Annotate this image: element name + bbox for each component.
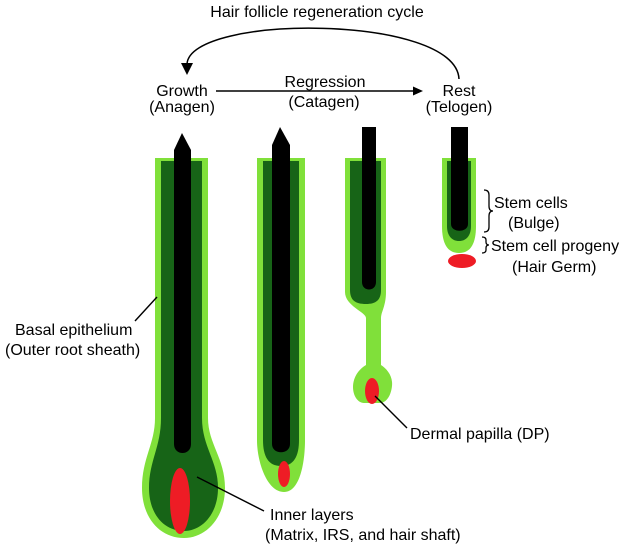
basal-epithelium-label: Basal epithelium bbox=[15, 322, 132, 339]
follicle-anagen bbox=[142, 133, 225, 538]
diagram-title: Hair follicle regeneration cycle bbox=[210, 4, 424, 21]
progression-arrowhead bbox=[413, 86, 423, 96]
stage-regression-phase: (Catagen) bbox=[288, 94, 359, 111]
hair-germ-bracket bbox=[481, 236, 490, 254]
dermal-papilla bbox=[278, 461, 290, 487]
stage-rest-label: Rest bbox=[443, 83, 476, 100]
stage-rest-phase: (Telogen) bbox=[426, 99, 493, 116]
bulge-bracket bbox=[483, 189, 494, 233]
bulge-label: (Bulge) bbox=[508, 215, 560, 232]
stage-growth-phase: (Anagen) bbox=[149, 99, 215, 116]
hair-germ bbox=[448, 254, 476, 268]
stem-cells-label: Stem cells bbox=[494, 195, 568, 212]
follicle-late-catagen bbox=[345, 127, 393, 404]
stem-cell-progeny-label: Stem cell progeny bbox=[491, 238, 619, 255]
hair-shaft bbox=[174, 133, 191, 453]
cycle-return-arrow bbox=[186, 27, 460, 80]
dermal-papilla bbox=[365, 378, 379, 404]
stage-regression-label: Regression bbox=[285, 74, 366, 91]
inner-layers-detail-label: (Matrix, IRS, and hair shaft) bbox=[265, 527, 461, 544]
basal-epithelium-leader bbox=[134, 296, 158, 322]
inner-layers-leader bbox=[196, 476, 265, 512]
dermal-papilla-label: Dermal papilla (DP) bbox=[410, 426, 550, 443]
dermal-papilla-leader bbox=[374, 395, 408, 429]
hair-shaft bbox=[362, 127, 376, 290]
cycle-return-arrowhead bbox=[181, 63, 193, 75]
hair-germ-label: (Hair Germ) bbox=[512, 259, 596, 276]
hair-shaft bbox=[451, 127, 468, 231]
stage-growth-label: Growth bbox=[156, 83, 208, 100]
follicle-telogen bbox=[442, 127, 476, 268]
follicle-catagen bbox=[257, 127, 305, 492]
inner-layers-label: Inner layers bbox=[270, 507, 354, 524]
dermal-papilla bbox=[170, 468, 190, 534]
hair-shaft bbox=[272, 127, 290, 453]
outer-root-sheath-label: (Outer root sheath) bbox=[5, 342, 140, 359]
